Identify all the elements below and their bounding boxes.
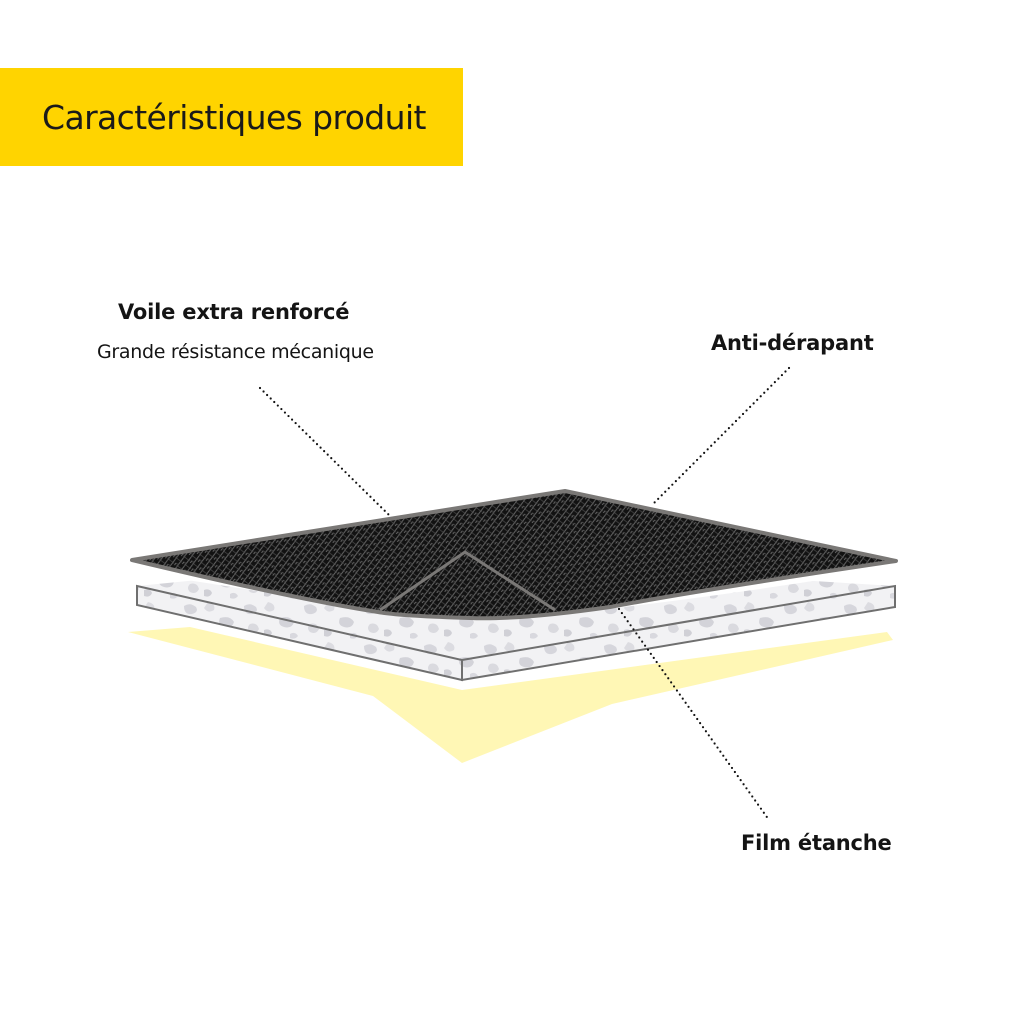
header-banner: Caractéristiques produit — [0, 68, 463, 166]
leader-line-film — [617, 607, 771, 822]
leader-line-voile — [258, 386, 391, 517]
callout-film-title: Film étanche — [741, 831, 892, 855]
callout-voile-subtitle: Grande résistance mécanique — [97, 341, 374, 363]
page-title: Caractéristiques produit — [42, 97, 426, 137]
textured-top-sheet — [130, 489, 898, 621]
leader-line-anti-derapant — [651, 366, 791, 506]
callout-anti-derapant-title: Anti-dérapant — [711, 331, 874, 355]
leader-lines — [258, 366, 791, 822]
film-layer — [128, 627, 893, 763]
callout-voile-title: Voile extra renforcé — [118, 300, 350, 324]
